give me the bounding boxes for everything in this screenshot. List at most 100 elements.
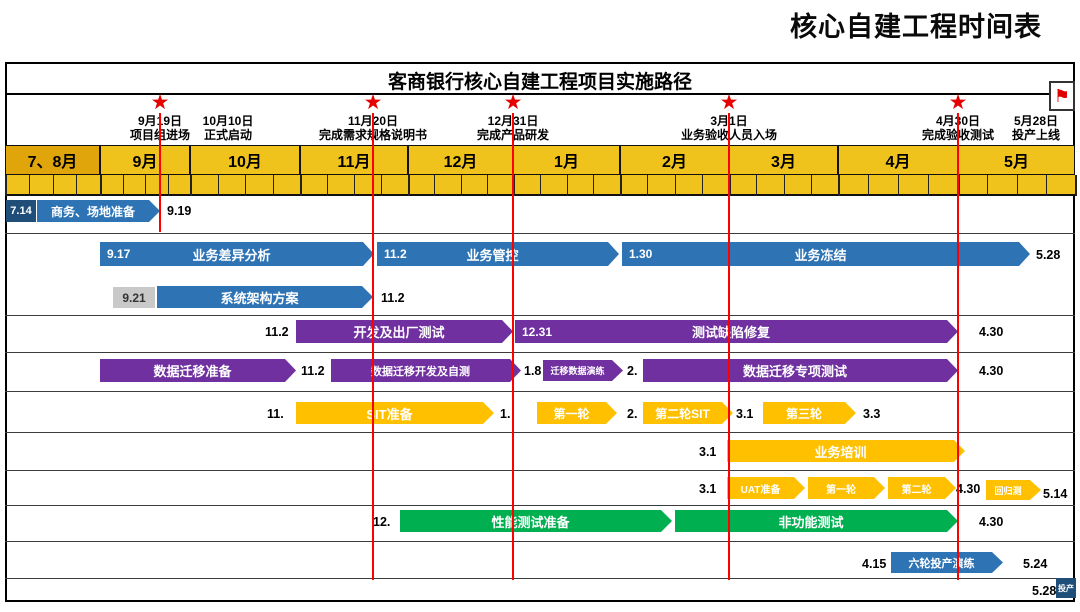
- month-cell: 1月: [513, 145, 620, 175]
- bar-start-date: 12.31: [522, 324, 553, 339]
- week-tick: [100, 175, 102, 196]
- week-tick: [1017, 175, 1018, 196]
- bar-label: 第二轮SIT: [655, 406, 710, 421]
- date-label: 1.: [500, 407, 511, 421]
- bar-label: 数据迁移准备: [153, 364, 232, 379]
- date-label: 5.14: [1043, 487, 1068, 501]
- header-divider: [5, 93, 1075, 95]
- bar-label: 迁移数据演练: [550, 366, 605, 376]
- week-tick: [434, 175, 435, 196]
- milestone-star-icon: ★: [150, 91, 170, 114]
- bar-start-date: 11.2: [384, 247, 407, 261]
- bar-label: 7.14: [10, 205, 32, 217]
- gantt-bar: 非功能测试: [675, 510, 958, 532]
- gantt-bar: 数据迁移开发及自测: [331, 359, 521, 382]
- section-line: [5, 233, 1075, 234]
- gantt-bar: 第一轮: [808, 477, 885, 499]
- section-line: [5, 352, 1075, 353]
- bar-label: 第二轮: [901, 484, 932, 496]
- date-label: 3.3: [863, 407, 881, 421]
- date-label: 5.24: [1023, 557, 1048, 571]
- date-label: 11.2: [301, 364, 325, 378]
- milestone-timeline: [159, 113, 161, 232]
- bar-label: 性能测试准备: [491, 514, 570, 530]
- section-line: [5, 391, 1075, 392]
- week-tick: [928, 175, 929, 196]
- gantt-bar: 9.21: [113, 287, 155, 308]
- bar-label: 商务、场地准备: [50, 204, 135, 219]
- milestone-timeline: [512, 113, 514, 580]
- week-tick: [53, 175, 54, 196]
- bar-label: 业务培训: [814, 444, 867, 460]
- milestone-desc: 正式启动: [203, 128, 252, 142]
- date-label: 3.1: [736, 407, 754, 421]
- week-tick: [729, 175, 731, 196]
- month-cell: 2月: [620, 145, 729, 175]
- date-label: 3.1: [699, 445, 717, 459]
- gantt-bar: 投产: [1056, 578, 1076, 598]
- week-tick: [461, 175, 462, 196]
- date-label: 9.19: [167, 204, 192, 218]
- bar-label: 开发及出厂测试: [353, 325, 445, 340]
- date-label: 5.28: [1032, 584, 1057, 598]
- week-tick: [987, 175, 988, 196]
- week-tick: [145, 175, 146, 196]
- week-tick: [218, 175, 219, 196]
- bar-label: 六轮投产演练: [908, 557, 975, 570]
- week-tick: [958, 175, 960, 196]
- gantt-bar: 7.14: [6, 200, 36, 222]
- milestone-timeline: [728, 113, 730, 580]
- section-line: [5, 432, 1075, 433]
- milestone-desc: 投产上线: [1011, 128, 1060, 142]
- bar-label: 回归测: [994, 485, 1022, 496]
- gantt-bar: SIT准备: [296, 402, 494, 424]
- chart-title: 客商银行核心自建工程项目实施路径: [387, 72, 692, 93]
- week-tick: [647, 175, 648, 196]
- date-label: 4.30: [979, 325, 1004, 339]
- gantt-bar: 开发及出厂测试: [296, 320, 513, 343]
- week-tick: [190, 175, 192, 196]
- bar-label: SIT准备: [366, 406, 413, 422]
- date-label: 4.30: [956, 482, 981, 496]
- week-tick: [381, 175, 382, 196]
- week-tick: [327, 175, 328, 196]
- week-tick: [168, 175, 169, 196]
- month-cell: 3月: [729, 145, 838, 175]
- gantt-bar: UAT准备: [727, 477, 805, 499]
- month-cell: 10月: [190, 145, 300, 175]
- bar-label: 系统架构方案: [220, 290, 299, 306]
- gantt-bar: 第二轮SIT: [643, 402, 733, 424]
- launch-flag-icon: ⚑: [1049, 81, 1075, 111]
- date-label: 2.: [627, 364, 638, 378]
- gantt-bar: 数据迁移准备: [100, 359, 296, 382]
- date-label: 11.2: [381, 291, 405, 305]
- bar-label: 第一轮: [826, 484, 856, 496]
- week-tick: [756, 175, 757, 196]
- month-cell: 7、8月: [5, 145, 100, 175]
- bar-start-date: 1.30: [629, 247, 653, 261]
- date-label: 4.30: [979, 515, 1004, 529]
- week-tick: [354, 175, 355, 196]
- milestone-label: 5月28日投产上线: [961, 114, 1080, 142]
- gantt-bar: 系统架构方案: [157, 286, 373, 308]
- week-tick: [620, 175, 622, 196]
- bar-label: 非功能测试: [778, 514, 844, 530]
- week-tick: [1046, 175, 1047, 196]
- section-line: [5, 470, 1075, 471]
- bar-label: 9.21: [122, 290, 146, 305]
- month-cell: 12月: [408, 145, 513, 175]
- bar-label: 测试缺陷修复: [691, 325, 770, 340]
- page-title: 核心自建工程时间表: [790, 12, 1042, 42]
- week-tick: [702, 175, 703, 196]
- month-cell: 4月: [838, 145, 958, 175]
- bar-label: 数据迁移开发及自测: [371, 365, 470, 378]
- gantt-bar: 回归测: [986, 480, 1041, 500]
- week-tick: [567, 175, 568, 196]
- week-tick: [245, 175, 246, 196]
- date-label: 12.: [373, 515, 391, 529]
- week-tick: [487, 175, 488, 196]
- date-label: 4.30: [979, 364, 1004, 378]
